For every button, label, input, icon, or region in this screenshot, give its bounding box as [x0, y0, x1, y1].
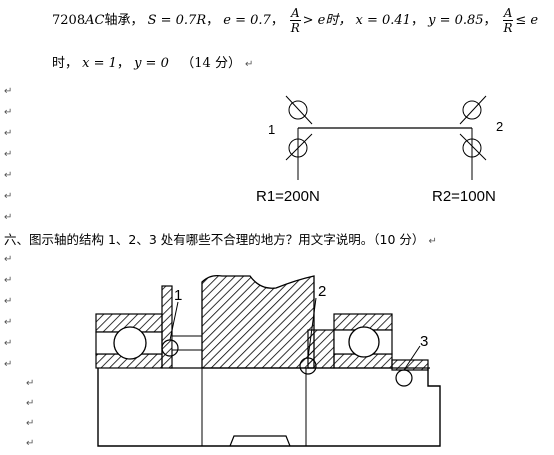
paragraph-mark: ↵: [428, 236, 437, 247]
middle-sleeve: [307, 329, 335, 369]
frac-den: R: [503, 21, 513, 35]
paragraph-mark: ↵: [4, 107, 13, 118]
gear-hub: [201, 274, 315, 369]
paragraph-mark: ↵: [4, 296, 13, 307]
left-spacer: [161, 285, 173, 369]
x-value-2: x = 1: [82, 56, 117, 71]
load-left: R1=200N: [256, 188, 320, 205]
le-e: ≤ e: [515, 13, 539, 28]
score-14: （14 分）: [181, 56, 241, 71]
sep: ，: [483, 13, 497, 28]
right-end-cap: [391, 359, 429, 371]
paragraph-mark: ↵: [26, 418, 35, 429]
problem5-line2: 时， x = 1， y = 0 （14 分）↵: [52, 52, 253, 71]
bearing-suffix: AC: [85, 13, 105, 28]
paragraph-mark: ↵: [4, 212, 13, 223]
shi: 时，: [52, 56, 79, 71]
paragraph-mark: ↵: [4, 317, 13, 328]
label-right-bearing: 2: [496, 119, 503, 134]
y-value-2: y = 0: [134, 56, 169, 71]
sep: ，: [270, 13, 284, 28]
paragraph-mark: ↵: [4, 128, 13, 139]
paragraph-mark: ↵: [4, 254, 13, 265]
right-bearing: [459, 95, 487, 180]
paragraph-mark: ↵: [4, 338, 13, 349]
e-expression: e = 0.7: [223, 13, 271, 28]
label-2: 2: [318, 283, 326, 300]
paragraph-mark: ↵: [26, 398, 35, 409]
problem6-statement: 六、图示轴的结构 1、2、3 处有哪些不合理的地方？用文字说明。（10 分）: [4, 232, 425, 247]
paragraph-mark: ↵: [4, 86, 13, 97]
bearing-word: 轴承，: [104, 13, 144, 28]
paragraph-mark: ↵: [4, 149, 13, 160]
leader-line-1: [169, 301, 179, 341]
left-bearing: [285, 95, 313, 180]
gt-e: > e时，: [302, 13, 352, 28]
s-expression: S = 0.7R: [147, 13, 207, 28]
shaft-structure-diagram: 1 2 3: [95, 274, 441, 447]
shaft-outline: [97, 368, 441, 447]
y-value-1: y = 0.85: [428, 13, 484, 28]
paragraph-mark: ↵: [26, 438, 35, 449]
paragraph-mark: ↵: [4, 275, 13, 286]
left-bearing-block: [95, 313, 163, 369]
marker-circle-3: [395, 369, 413, 387]
label-1: 1: [174, 287, 182, 304]
paragraph-mark: ↵: [4, 170, 13, 181]
paragraph-mark: ↵: [26, 378, 35, 389]
sep: ，: [206, 13, 220, 28]
keyway: [229, 435, 291, 447]
bearing-load-diagram: 1 2 R1=200N R2=100N: [256, 95, 503, 205]
frac-num: A: [289, 6, 301, 21]
frac-den: R: [290, 21, 300, 35]
leader-line-2: [307, 297, 317, 359]
label-left-bearing: 1: [268, 122, 275, 137]
sep: ，: [410, 13, 424, 28]
paragraph-mark: ↵: [4, 191, 13, 202]
sep: ，: [116, 56, 130, 71]
problem6-text: 六、图示轴的结构 1、2、3 处有哪些不合理的地方？用文字说明。（10 分）↵: [4, 229, 437, 248]
x-value-1: x = 0.41: [355, 13, 411, 28]
right-bearing-block: [333, 313, 393, 369]
frac-num: A: [502, 6, 514, 21]
label-3: 3: [420, 333, 428, 350]
load-right: R2=100N: [432, 188, 496, 205]
paragraph-mark: ↵: [4, 359, 13, 370]
leader-line-3: [403, 345, 421, 371]
paragraph-mark: ↵: [244, 59, 254, 70]
bearing-code: 7208: [52, 13, 86, 28]
